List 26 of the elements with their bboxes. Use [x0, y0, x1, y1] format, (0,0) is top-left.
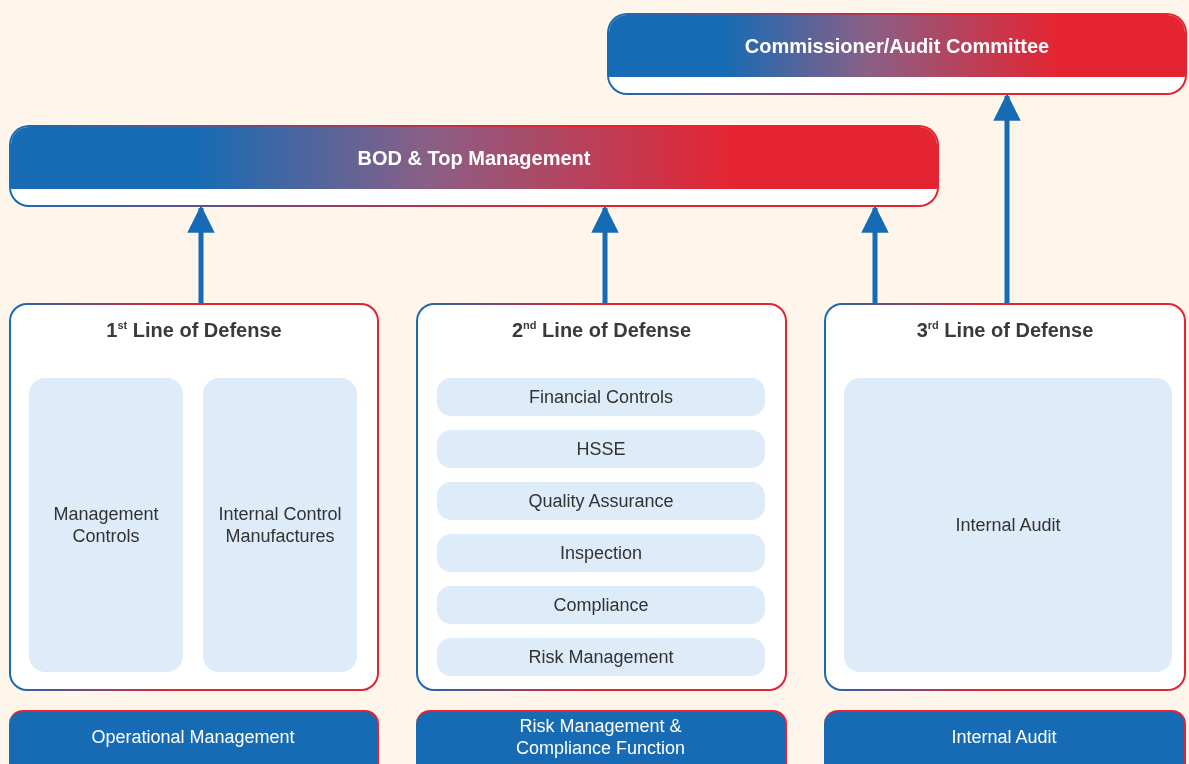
function-box: Management Controls: [29, 378, 183, 672]
function-box: Risk Management: [437, 638, 765, 676]
title-banner: [9, 125, 939, 207]
banner-title: Commissioner/Audit Committee: [609, 15, 1185, 77]
function-box: Quality Assurance: [437, 482, 765, 520]
panel-heading: 1$^{st}$ Line of Defense: [105, 319, 283, 342]
arrow: [993, 93, 1021, 303]
defense-line-panel: [824, 303, 1186, 691]
function-box: HSSE: [437, 430, 765, 468]
owner-tab: Internal Audit: [824, 710, 1186, 764]
function-box: Internal Control Manufactures: [203, 378, 357, 672]
function-box: Compliance: [437, 586, 765, 624]
owner-tab: Operational Management: [9, 710, 379, 764]
function-box: Inspection: [437, 534, 765, 572]
function-box: Financial Controls: [437, 378, 765, 416]
owner-tab: Risk Management & Compliance Function: [416, 710, 787, 764]
defense-line-panel: [9, 303, 379, 691]
defense-line-panel: [416, 303, 787, 691]
title-banner: [607, 13, 1187, 95]
arrow: [591, 205, 619, 303]
panel-heading: 2$^{nd}$ Line of Defense: [510, 319, 693, 342]
function-box: Internal Audit: [844, 378, 1172, 672]
arrow: [187, 205, 215, 303]
panel-heading: 3$^{rd}$ Line of Defense: [915, 319, 1095, 342]
banner-title: BOD & Top Management: [11, 127, 937, 189]
arrow: [861, 205, 889, 303]
